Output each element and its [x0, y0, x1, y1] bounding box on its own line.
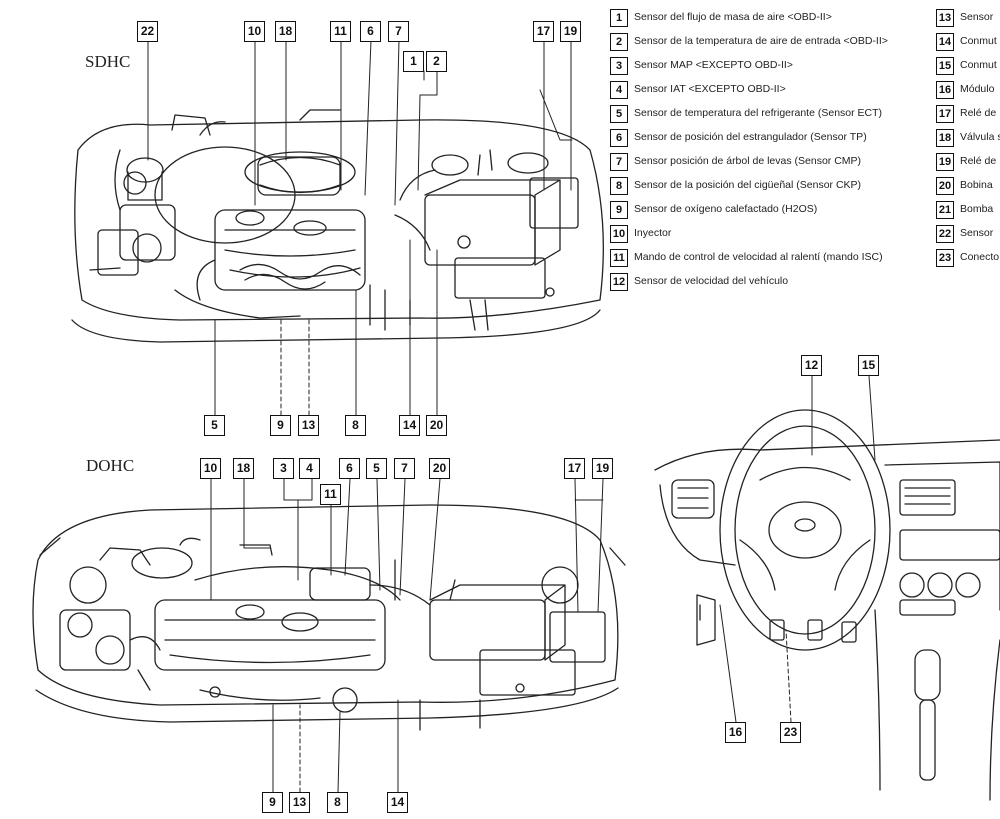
legend-label: Relé de — [960, 155, 997, 167]
legend-number: 17 — [936, 105, 954, 123]
dohc-engine-drawing — [32, 504, 626, 731]
callout-10: 10 — [244, 21, 265, 42]
callout-16: 16 — [725, 722, 746, 743]
callout-15: 15 — [858, 355, 879, 376]
callout-18: 18 — [275, 21, 296, 42]
legend-number: 2 — [610, 33, 628, 51]
legend-label: Módulo — [960, 83, 995, 95]
legend-label: Sensor IAT <EXCEPTO OBD-II> — [634, 83, 786, 95]
legend-number: 15 — [936, 57, 954, 75]
legend-number: 13 — [936, 9, 954, 27]
callout-19: 19 — [560, 21, 581, 42]
callout-1: 1 — [403, 51, 424, 72]
callout-11: 11 — [330, 21, 351, 42]
legend-number: 20 — [936, 177, 954, 195]
legend-number: 6 — [610, 129, 628, 147]
callout-22: 22 — [137, 21, 158, 42]
callout-14: 14 — [387, 792, 408, 813]
callout-7: 7 — [394, 458, 415, 479]
legend-label: Mando de control de velocidad al ralentí… — [634, 251, 883, 263]
callout-13: 13 — [298, 415, 319, 436]
legend-number: 18 — [936, 129, 954, 147]
legend-number: 5 — [610, 105, 628, 123]
callout-7: 7 — [388, 21, 409, 42]
callout-6: 6 — [360, 21, 381, 42]
sdhc-title: SDHC — [85, 52, 131, 71]
callout-9: 9 — [262, 792, 283, 813]
callout-11: 11 — [320, 484, 341, 505]
legend-number: 1 — [610, 9, 628, 27]
legend-label: Conecto — [960, 251, 1000, 263]
legend-label: Inyector — [634, 227, 672, 239]
legend-number: 4 — [610, 81, 628, 99]
legend-bracket — [423, 70, 438, 81]
legend-label: Sensor — [960, 227, 994, 239]
legend-number: 12 — [610, 273, 628, 291]
callout-5: 5 — [204, 415, 225, 436]
legend-label: Bobina — [960, 179, 993, 191]
callout-6: 6 — [339, 458, 360, 479]
legend-label: Sensor de temperatura del refrigerante (… — [634, 107, 883, 119]
callout-2: 2 — [426, 51, 447, 72]
callout-19: 19 — [592, 458, 613, 479]
legend-label: Válvula s — [960, 131, 1000, 143]
callout-8: 8 — [327, 792, 348, 813]
dashboard-leader-lines — [719, 375, 876, 723]
legend-number: 10 — [610, 225, 628, 243]
callout-3: 3 — [273, 458, 294, 479]
legend-label: Sensor de la posición del cigüeñal (Sens… — [634, 179, 862, 191]
legend-right-column: 13 Sensor 14 Conmut 15 Conmut 16 Módulo … — [930, 0, 1000, 280]
callout-4: 4 — [299, 458, 320, 479]
callout-13: 13 — [289, 792, 310, 813]
legend-number: 16 — [936, 81, 954, 99]
callout-17: 17 — [533, 21, 554, 42]
legend-number: 3 — [610, 57, 628, 75]
legend-label: Conmut — [960, 59, 997, 71]
legend-number: 8 — [610, 177, 628, 195]
sdhc-engine-drawing — [71, 109, 604, 343]
legend-number: 7 — [610, 153, 628, 171]
callout-12: 12 — [801, 355, 822, 376]
legend-number: 22 — [936, 225, 954, 243]
legend-label: Sensor de velocidad del vehículo — [634, 275, 789, 287]
legend-label: Relé de — [960, 107, 997, 119]
callout-10: 10 — [200, 458, 221, 479]
legend-label: Sensor del flujo de masa de aire <OBD-II… — [634, 11, 832, 23]
callout-17: 17 — [564, 458, 585, 479]
legend-number: 11 — [610, 249, 628, 267]
legend-label: Sensor MAP <EXCEPTO OBD-II> — [634, 59, 793, 71]
legend-number: 19 — [936, 153, 954, 171]
callout-9: 9 — [270, 415, 291, 436]
legend-label: Sensor posición de árbol de levas (Senso… — [634, 155, 862, 167]
callout-23: 23 — [780, 722, 801, 743]
legend-label: Sensor de la temperatura de aire de entr… — [634, 35, 888, 47]
callout-8: 8 — [345, 415, 366, 436]
callout-20: 20 — [426, 415, 447, 436]
callout-14: 14 — [399, 415, 420, 436]
legend-number: 14 — [936, 33, 954, 51]
legend-label: Sensor de oxígeno calefactado (H2OS) — [634, 203, 818, 215]
legend-label: Bomba — [960, 203, 994, 215]
callout-18: 18 — [233, 458, 254, 479]
legend-number: 9 — [610, 201, 628, 219]
callout-5: 5 — [366, 458, 387, 479]
sdhc-leader-lines — [147, 39, 573, 416]
legend-number: 23 — [936, 249, 954, 267]
dashboard-drawing — [654, 409, 1000, 801]
callout-20: 20 — [429, 458, 450, 479]
legend-label: Sensor — [960, 11, 994, 23]
dohc-leader-lines — [210, 478, 604, 793]
legend-label: Conmut — [960, 35, 997, 47]
dohc-title: DOHC — [86, 456, 135, 475]
legend-number: 21 — [936, 201, 954, 219]
legend-label: Sensor de posición del estrangulador (Se… — [634, 131, 867, 143]
